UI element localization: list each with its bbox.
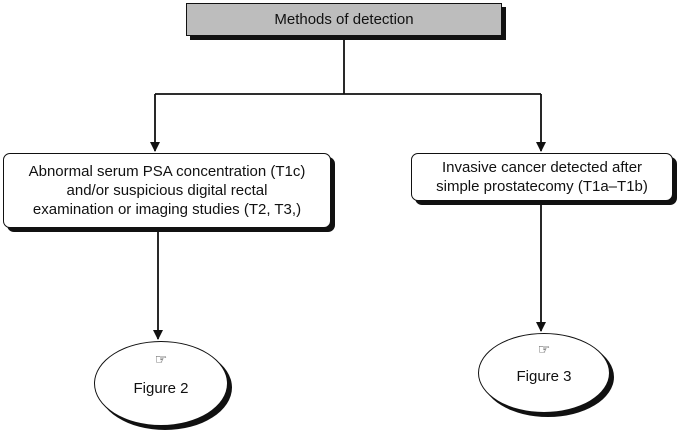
figure-3-label: Figure 3	[516, 368, 572, 385]
node-text-line: and/or suspicious digital rectal	[66, 181, 268, 199]
node-invasive-cancer: Invasive cancer detected after simple pr…	[411, 153, 673, 201]
node-invasive-cancer-text: Invasive cancer detected after simple pr…	[436, 158, 648, 196]
figure-2-label: Figure 2	[133, 380, 189, 397]
node-text-line: Invasive cancer detected after	[441, 158, 643, 176]
node-text-line: examination or imaging studies (T2, T3,)	[32, 201, 302, 219]
node-text-line: simple prostatecomy (T1a–T1b)	[436, 178, 648, 195]
root-node-methods-of-detection: Methods of detection	[186, 3, 502, 36]
figure-3-reference[interactable]: ☞ Figure 3	[478, 333, 610, 413]
figure-2-reference[interactable]: ☞ Figure 2	[94, 341, 228, 426]
node-abnormal-psa: Abnormal serum PSA concentration (T1c) a…	[3, 153, 331, 228]
node-text-line: Abnormal serum PSA concentration (T1c)	[28, 162, 306, 180]
pointing-hand-icon: ☞	[154, 351, 168, 367]
node-abnormal-psa-text: Abnormal serum PSA concentration (T1c) a…	[29, 162, 306, 220]
root-node-label: Methods of detection	[274, 10, 414, 28]
pointing-hand-icon: ☞	[537, 341, 551, 357]
